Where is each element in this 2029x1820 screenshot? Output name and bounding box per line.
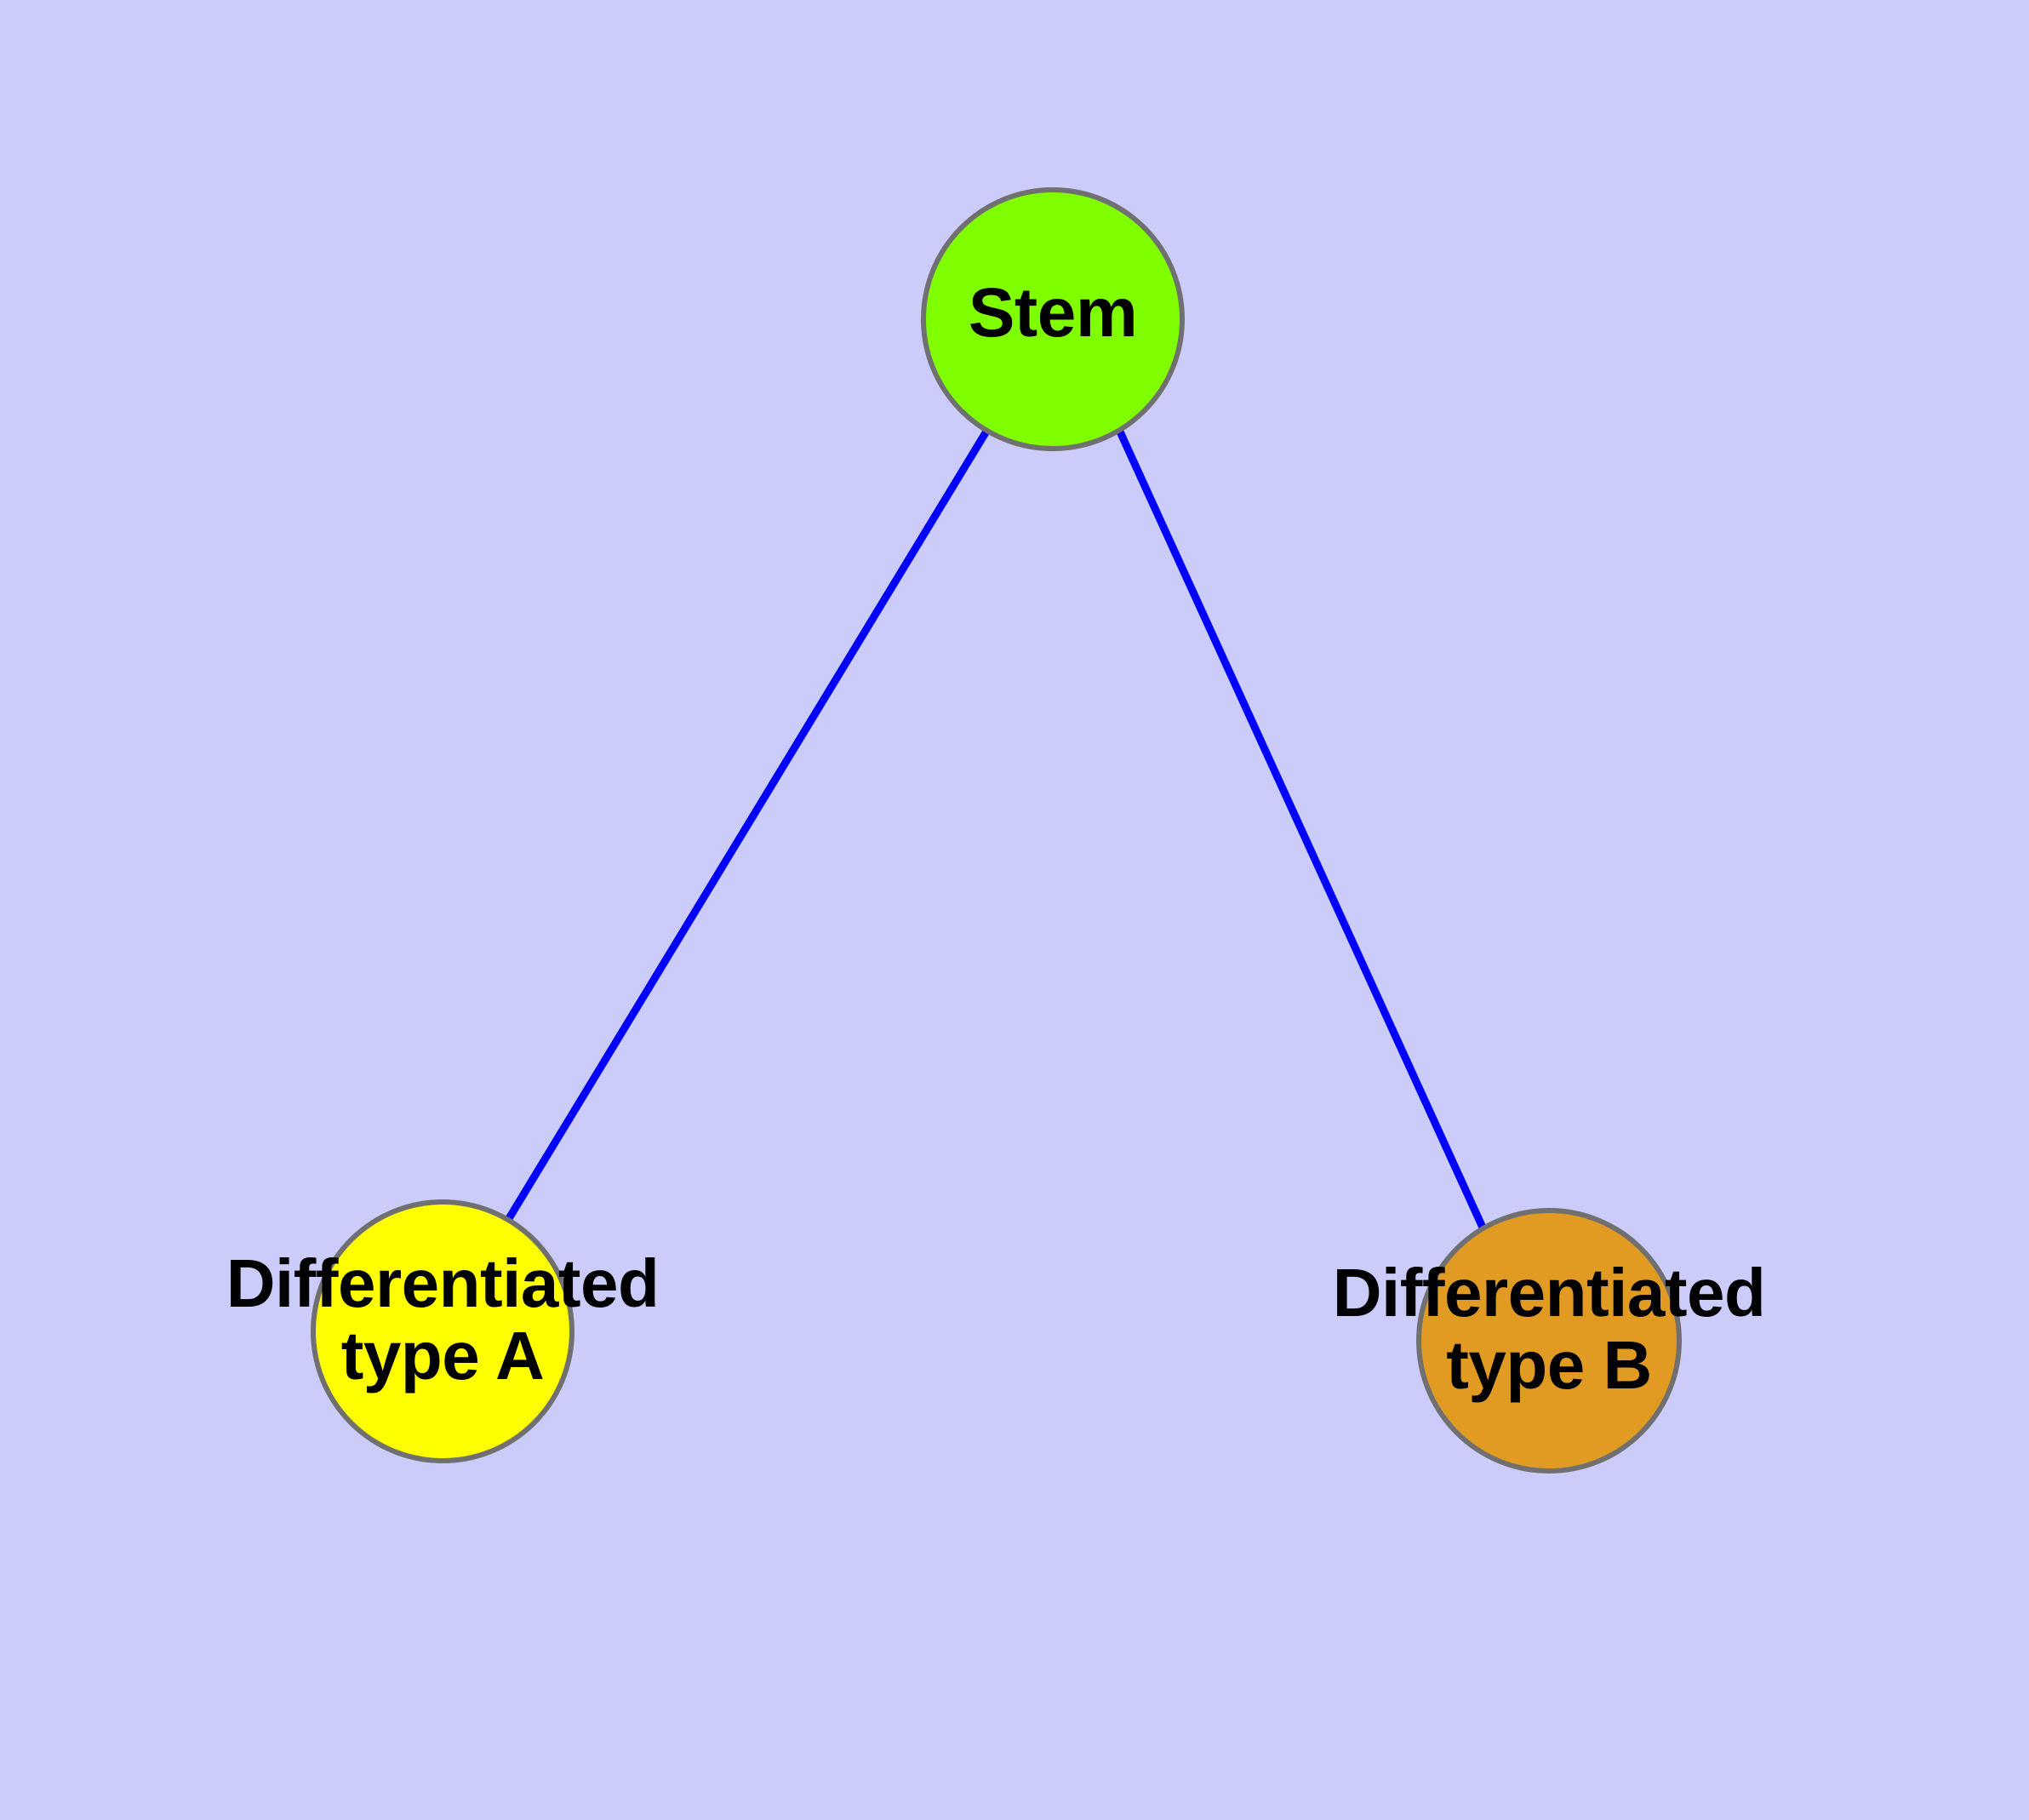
edge-stem-to-diff-b[interactable] (1115, 428, 1488, 1231)
node-layer (311, 187, 1682, 1474)
node-stem[interactable] (921, 187, 1185, 451)
edge-stem-to-diff-a[interactable] (505, 427, 991, 1222)
node-diff-a[interactable] (311, 1199, 574, 1463)
edge-layer (505, 427, 1488, 1231)
node-diff-b[interactable] (1416, 1208, 1682, 1474)
